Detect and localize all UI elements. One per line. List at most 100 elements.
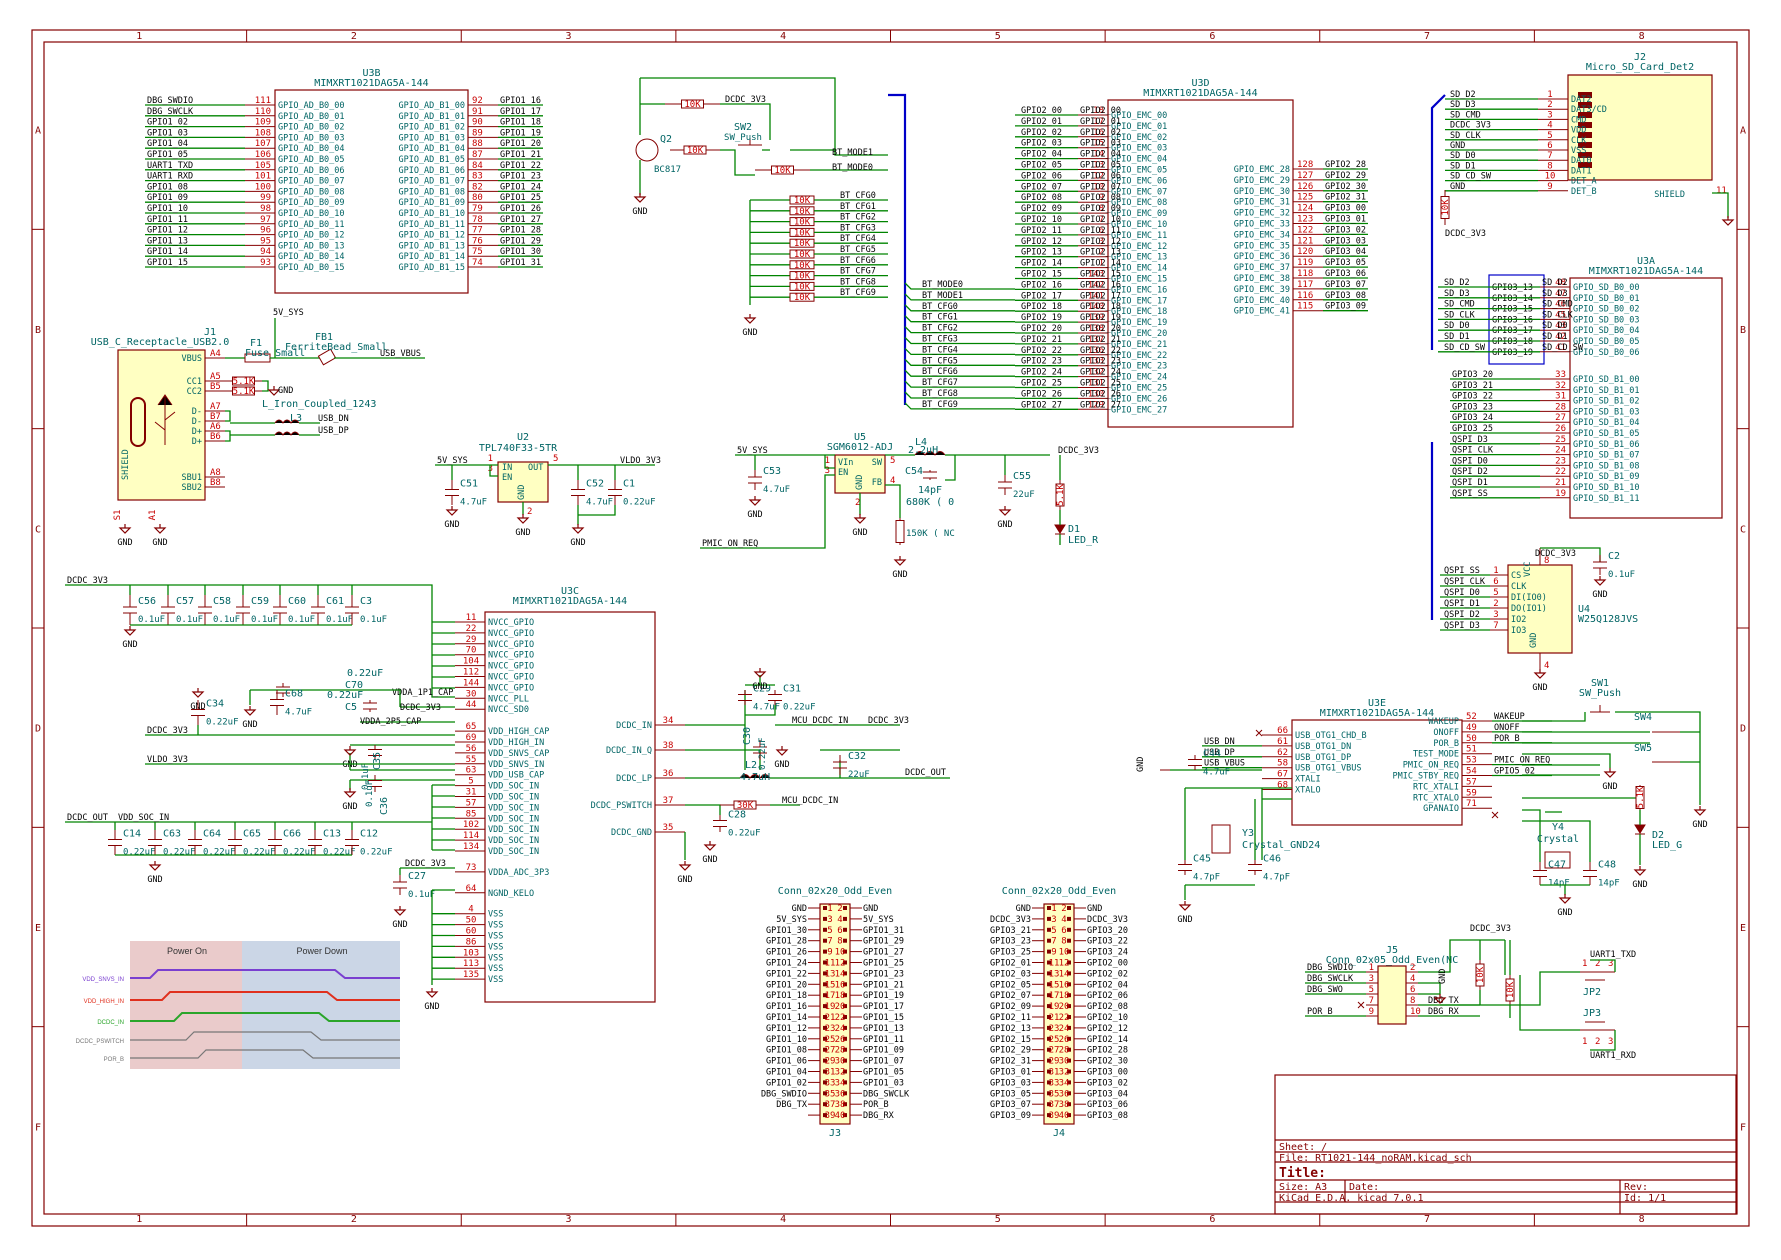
gnd-symbol: GND <box>632 193 648 217</box>
gnd-label: GND <box>892 570 907 580</box>
pin-number: 6 <box>1099 226 1104 236</box>
res-body <box>683 145 707 155</box>
row-label: D <box>35 724 41 735</box>
pin-number: 103 <box>463 948 479 958</box>
net-label: GPIO1_08 <box>147 182 188 192</box>
res-value: 10K <box>1476 966 1486 983</box>
gnd-label: GND <box>1592 590 1607 600</box>
pin-pad <box>823 971 827 976</box>
net-label: GPIO2_01 <box>990 959 1031 969</box>
gnd-glyph <box>633 193 647 203</box>
pin-name: VSS <box>488 932 503 942</box>
f1-ref: F1 <box>250 338 262 349</box>
net-label: GPIO2_27 <box>1080 400 1121 410</box>
pin-pad <box>1067 1004 1071 1009</box>
rail-label: DCDC_3V3 <box>1445 229 1486 239</box>
net-label: PMIC_ON_REQ <box>702 539 758 549</box>
net-label: DCDC_3V3 <box>147 726 188 736</box>
pin-number: 2 <box>1595 959 1600 969</box>
bus-entry-label: BT_CFG7 <box>922 378 958 388</box>
net-label: QSPI_D2 <box>1444 610 1480 620</box>
pin-name: GPIO_AD_B0_01 <box>278 112 345 122</box>
wire <box>1522 753 1611 768</box>
net-label: GPIO2_04 <box>1087 980 1128 990</box>
usb-c-outline-icon <box>130 397 146 447</box>
l3-value: L_Iron_Coupled_1243 <box>262 399 376 410</box>
net-label: DCDC_3V3 <box>1450 121 1491 131</box>
wire <box>885 455 956 505</box>
net-label: GPIO3_25 <box>990 948 1031 958</box>
pin-number: 38 <box>663 741 674 751</box>
pin-number: 12 <box>1059 959 1070 969</box>
d1-ref: D1 <box>1068 524 1080 535</box>
gnd-symbol: GND <box>1692 806 1708 830</box>
wire <box>1615 711 1701 805</box>
cap-ref: C34 <box>206 699 224 710</box>
pin-pad <box>1047 927 1051 932</box>
pin-number: 4 <box>468 905 473 915</box>
cap-ref: C51 <box>460 479 478 490</box>
pin-name: GPIO_EMC_12 <box>1111 242 1167 252</box>
rail-label: 5V_SYS <box>273 308 304 318</box>
pin-number: 6 <box>1493 577 1498 587</box>
pin-number: A6 <box>210 422 221 432</box>
pin-number: 8 <box>1099 204 1104 214</box>
pin-name: GPIO_AD_B0_00 <box>278 101 345 111</box>
gnd-glyph <box>571 524 585 534</box>
pin-number: 100 <box>255 182 271 192</box>
rail-label: VLDO_3V3 <box>620 456 661 466</box>
res-body <box>232 376 255 386</box>
pin-number: 92 <box>472 96 483 106</box>
pin-name: GPIO_EMC_06 <box>1111 176 1167 186</box>
net-label: WAKEUP <box>1494 712 1525 722</box>
jp3-jumper <box>1580 1021 1615 1031</box>
pin-number: 2 <box>1493 599 1498 609</box>
gnd-glyph <box>1693 806 1707 816</box>
pin-number: 98 <box>260 204 271 214</box>
pin-number: 10 <box>1545 172 1556 182</box>
net-label: GPIO2_19 <box>1080 313 1121 323</box>
pin-number: 94 <box>260 247 271 257</box>
gnd-label: GND <box>1632 880 1647 890</box>
c30-value: 0.22uF <box>758 737 768 770</box>
pin-name: WAKEUP <box>1428 717 1459 727</box>
bus-entry-label: BT_CFG4 <box>922 345 958 355</box>
pin-number: 2 <box>1061 904 1066 914</box>
pin-name: VSS <box>488 921 503 931</box>
header-value: Conn_02x20_Odd_Even <box>1002 886 1116 897</box>
net-label: GPIO2_08 <box>1087 1002 1128 1012</box>
gnd-glyph <box>123 626 137 636</box>
net-label: GPIO1_02 <box>147 118 188 128</box>
pin-number: 35 <box>1049 1089 1060 1099</box>
net-label: SD_CMD <box>1444 300 1475 310</box>
sw2-value: SW_Push <box>724 133 762 143</box>
header-ref: J4 <box>1053 1128 1065 1139</box>
pin-pad <box>1047 1015 1051 1019</box>
pin-name: GPIO_EMC_28 <box>1234 165 1290 175</box>
gnd-glyph <box>1721 216 1735 226</box>
net-label: GPIO1_19 <box>500 128 541 138</box>
gnd-glyph <box>853 514 867 524</box>
pin-number: 75 <box>472 247 483 257</box>
res-value: 10K <box>794 261 811 271</box>
net-label: GPIO2_31 <box>990 1057 1031 1067</box>
net-label: GND <box>1450 182 1465 192</box>
net-label: GPIO2_17 <box>1080 291 1121 301</box>
cap-plates <box>345 606 359 614</box>
pin-name: GPIO_EMC_41 <box>1234 307 1290 317</box>
pin-number: 28 <box>835 1046 846 1056</box>
cap-value: 4.7uF <box>586 498 613 508</box>
resistor: 10K <box>1440 190 1451 225</box>
wire <box>145 725 455 736</box>
capacitor <box>363 700 377 712</box>
row-label: F <box>1740 1122 1746 1133</box>
wire <box>685 690 746 770</box>
r-bot-value: 150K ( NC <box>906 529 955 539</box>
pin-pad <box>1067 906 1071 910</box>
net-label: GPIO1_09 <box>147 193 188 203</box>
pin-name: GPIO_AD_B0_03 <box>278 133 345 143</box>
symbol-ref: U3A <box>1637 256 1655 267</box>
y4-ref: Y4 <box>1552 822 1564 833</box>
pin-number: 59 <box>1466 788 1477 798</box>
cap-plates <box>311 606 325 614</box>
